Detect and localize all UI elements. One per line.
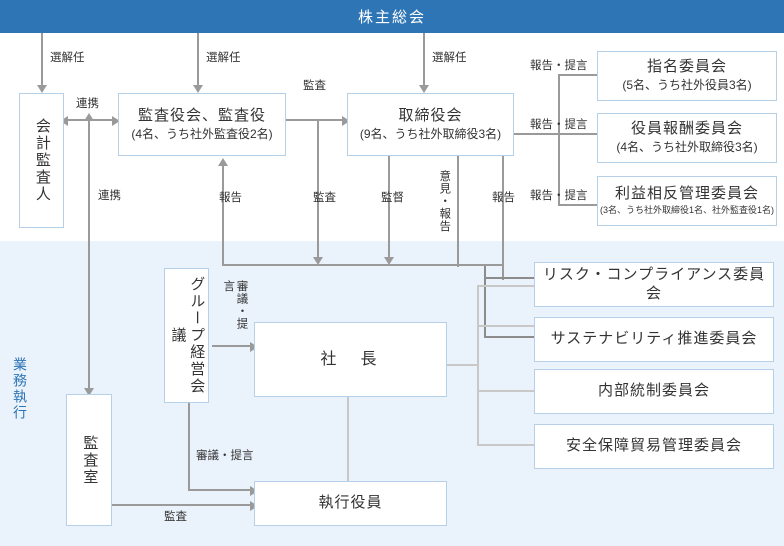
node-audit-board-sub: (4名、うち社外監査役2名) [131, 126, 273, 141]
edge-audit-board-to-board [285, 119, 345, 121]
edge-president-to-spine [447, 364, 479, 366]
node-security-trade-committee[interactable]: 安全保障貿易管理委員会 [534, 424, 774, 469]
edge-compensation-stub [558, 133, 598, 135]
edge-label-report-to-audit-board: 報告 [219, 192, 242, 204]
edge-appoint-board [423, 33, 425, 85]
edge-appoint-audit-board [197, 33, 199, 85]
edge-label-deliberation-2: 審議・提言 [196, 450, 254, 462]
arrowhead-right-audit [342, 116, 350, 126]
edge-label-report-proposal-2: 報告・提言 [530, 119, 588, 131]
edge-supervise-down [388, 148, 390, 259]
node-audit-office-label: 監査室 [81, 434, 99, 486]
section-label-execution: 業務執行 [12, 357, 28, 421]
edge-label-opinion-report: 意見・報告 [438, 170, 451, 233]
shareholders-meeting-label: 株主総会 [357, 9, 426, 26]
node-sustainability-committee[interactable]: サステナビリティ推進委員会 [534, 317, 774, 362]
node-compensation-committee[interactable]: 役員報酬委員会 (4名、うち社外取締役3名) [597, 113, 777, 163]
arrowhead-right-cooperate-top [112, 116, 120, 126]
arrowhead-up-report-audit-board [218, 158, 228, 166]
arrowhead-down-board [419, 85, 429, 93]
edge-president-to-security-trade [477, 444, 535, 446]
node-audit-board-label: 監査役会、監査役 [137, 106, 266, 124]
edge-label-appoint-audit-board: 選解任 [206, 52, 241, 64]
arrowhead-down-audit [313, 257, 323, 265]
edge-label-report-proposal-1: 報告・提言 [530, 60, 588, 72]
node-sustainability-committee-label: サステナビリティ推進委員会 [550, 330, 758, 348]
node-conflict-committee-label: 利益相反管理委員会 [614, 185, 759, 203]
node-internal-control-committee-label: 内部統制委員会 [597, 382, 710, 400]
node-board-of-directors[interactable]: 取締役会 (9名、うち社外取締役3名) [347, 93, 514, 156]
node-nomination-committee-label: 指名委員会 [646, 58, 727, 76]
node-accounting-auditor-label: 会計監査人 [33, 118, 51, 203]
node-board-of-directors-sub: (9名、うち社外取締役3名) [359, 126, 502, 141]
edge-conflict-stub [558, 204, 598, 206]
node-conflict-committee-sub: (3名、うち社外取締役1名、社外監査役1名) [599, 205, 774, 216]
node-nomination-committee-sub: (5名、うち社外役員3名) [622, 78, 752, 93]
node-risk-compliance-committee[interactable]: リスク・コンプライアンス委員会 [534, 262, 774, 307]
node-conflict-committee[interactable]: 利益相反管理委員会 (3名、うち社外取締役1名、社外監査役1名) [597, 176, 777, 226]
node-compensation-committee-label: 役員報酬委員会 [630, 120, 743, 138]
edge-board-to-lower-committees-spine [484, 266, 486, 338]
edge-label-supervise-down: 監督 [381, 192, 404, 204]
edge-report-to-board [502, 155, 504, 280]
node-president-label: 社 長 [320, 350, 381, 368]
arrowhead-down-accounting-auditor [37, 85, 47, 93]
arrowhead-down-cooperate [84, 388, 94, 396]
edge-label-appoint-board: 選解任 [432, 52, 467, 64]
node-executive-officers-label: 執行役員 [318, 494, 383, 512]
node-security-trade-committee-label: 安全保障貿易管理委員会 [565, 437, 742, 455]
edge-label-report-to-board: 報告 [492, 192, 515, 204]
arrowhead-down-supervise [384, 257, 394, 265]
edge-nomination-stub [558, 74, 598, 76]
shareholders-meeting-bar: 株主総会 [0, 0, 784, 33]
edge-label-appoint-auditor: 選解任 [50, 52, 85, 64]
node-risk-compliance-committee-label: リスク・コンプライアンス委員会 [542, 265, 766, 302]
edge-audit-office-to-exec [112, 504, 254, 506]
node-board-of-directors-label: 取締役会 [398, 106, 463, 124]
edge-president-to-exec [347, 396, 349, 482]
edge-board-to-risk-compliance [484, 277, 535, 279]
node-nomination-committee[interactable]: 指名委員会 (5名、うち社外役員3名) [597, 51, 777, 101]
edge-president-to-internal-control [477, 390, 535, 392]
edge-group-meeting-to-exec-v [188, 403, 190, 490]
edge-committee-to-board [512, 133, 560, 135]
edge-bus-horizontal [222, 264, 503, 266]
arrowhead-up-cooperate [84, 113, 94, 121]
arrowhead-left-cooperate-top [60, 116, 68, 126]
node-audit-office[interactable]: 監査室 [66, 394, 112, 526]
node-group-management-meeting-label: グループ経営会議 [169, 276, 206, 395]
edge-report-to-audit-board [222, 165, 224, 266]
edge-label-cooperate-bottom: 連携 [98, 190, 121, 202]
node-internal-control-committee[interactable]: 内部統制委員会 [534, 369, 774, 414]
edge-opinion-report [457, 155, 459, 267]
edge-group-meeting-to-exec-h [188, 489, 254, 491]
arrowhead-down-audit-board [193, 85, 203, 93]
node-executive-officers[interactable]: 執行役員 [254, 481, 447, 526]
edge-president-to-risk-compliance [477, 285, 535, 287]
edge-committee-spine [558, 74, 560, 206]
edge-appoint-accounting-auditor [41, 33, 43, 85]
edge-audit-down [317, 121, 319, 259]
edge-label-audit-down: 監査 [313, 192, 336, 204]
node-audit-board[interactable]: 監査役会、監査役 (4名、うち社外監査役2名) [118, 93, 286, 156]
edge-label-audit-exec: 監査 [164, 511, 187, 523]
edge-president-to-sustainability [477, 325, 535, 327]
edge-cooperate-vertical [88, 120, 90, 395]
edge-group-meeting-to-president [212, 345, 254, 347]
node-group-management-meeting[interactable]: グループ経営会議 [164, 268, 209, 403]
edge-label-audit-board-to-board: 監査 [303, 80, 326, 92]
edge-label-cooperate-top: 連携 [76, 98, 99, 110]
node-compensation-committee-sub: (4名、うち社外取締役3名) [616, 140, 758, 155]
edge-board-to-sustainability [484, 336, 535, 338]
edge-label-deliberation-1: 審議・提言 [222, 280, 248, 330]
node-president[interactable]: 社 長 [254, 322, 447, 397]
node-accounting-auditor[interactable]: 会計監査人 [19, 93, 64, 228]
edge-label-report-proposal-3: 報告・提言 [530, 190, 588, 202]
